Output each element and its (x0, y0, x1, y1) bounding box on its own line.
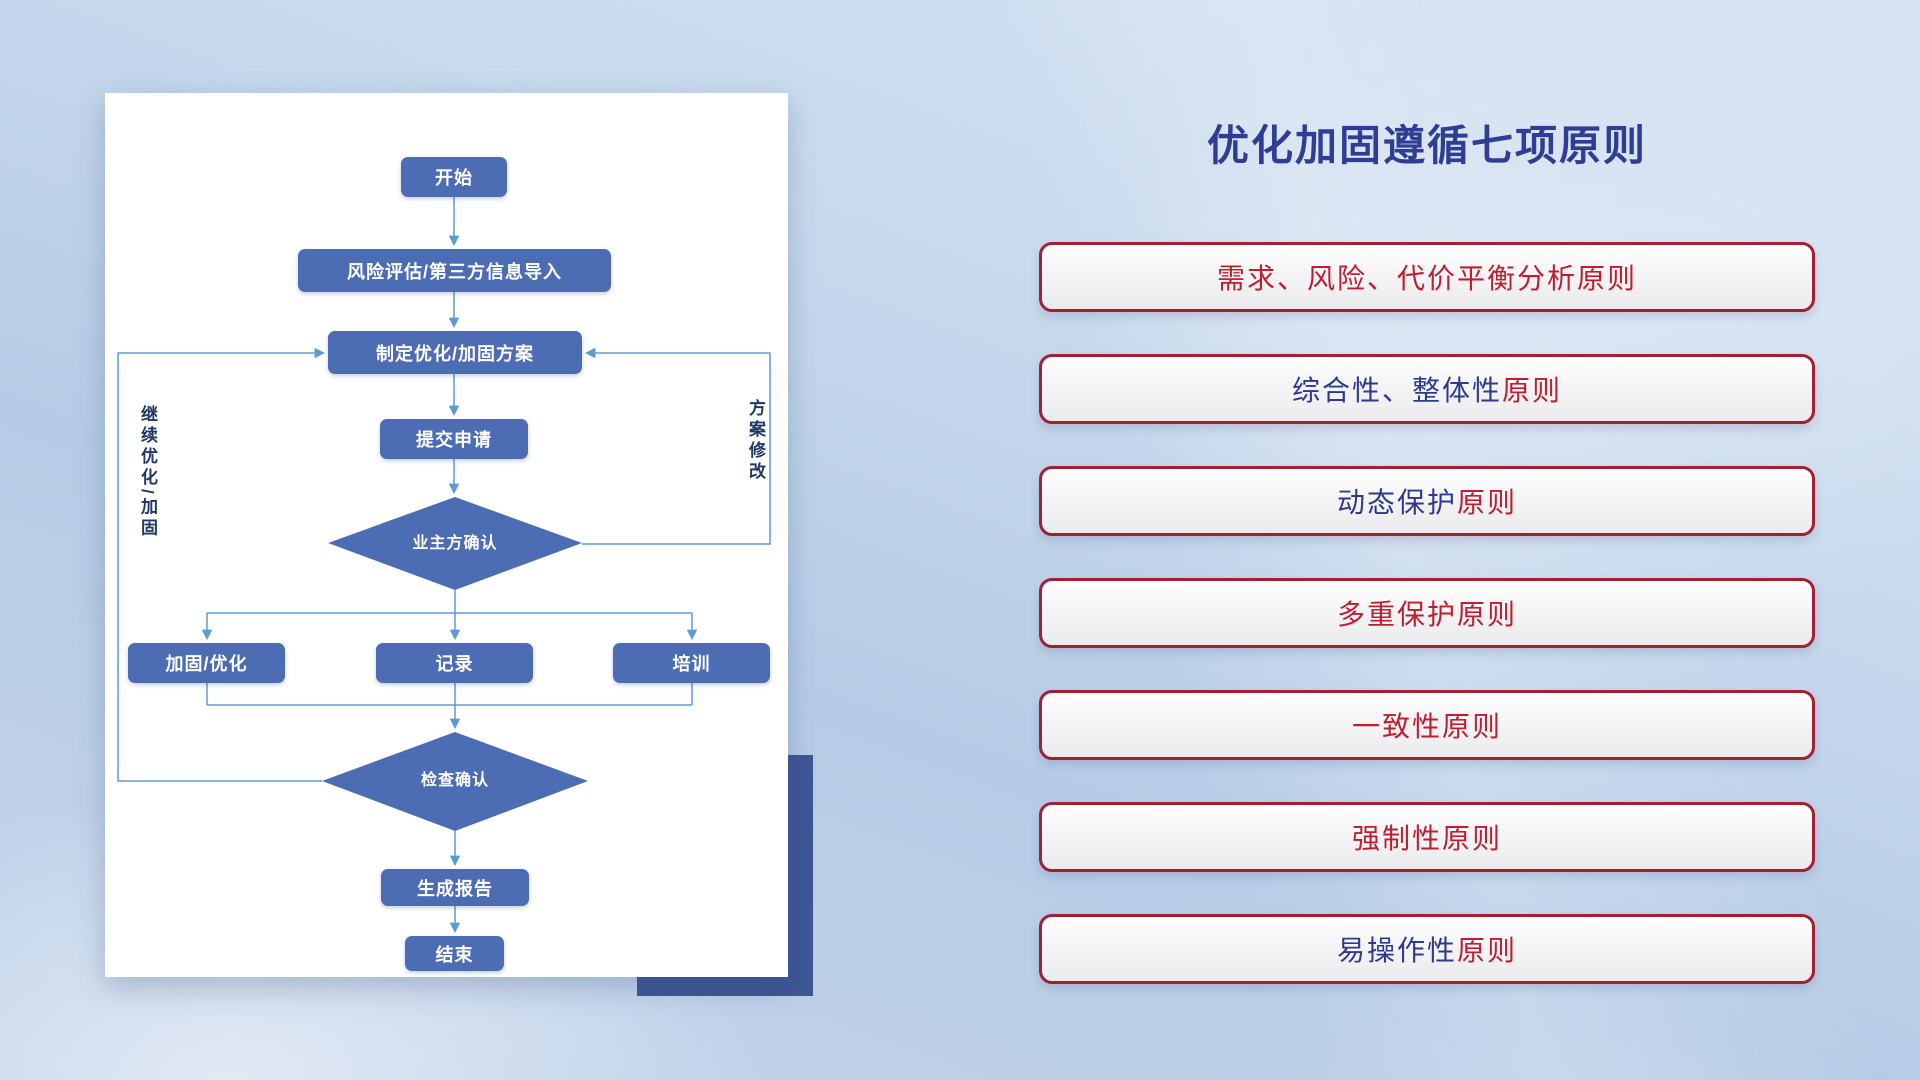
principle-box-6: 强制性原则 (1039, 802, 1815, 872)
principle-box-4: 多重保护原则 (1039, 578, 1815, 648)
principle-text-red: 一致性原则 (1351, 711, 1502, 742)
principle-box-3: 动态保护原则 (1039, 466, 1815, 536)
principle-text-red: 原则 (1502, 375, 1563, 406)
flow-node-confirm: 业主方确认 (412, 535, 498, 552)
flow-node-risk: 风险评估/第三方信息导入 (298, 249, 611, 292)
principle-box-2: 综合性、整体性原则 (1039, 354, 1815, 424)
flow-node-start: 开始 (401, 157, 507, 197)
principle-text-red: 原则 (1457, 487, 1518, 518)
loop-label-continue-optimize: 继续优化/加固 (138, 405, 157, 540)
check-diamond (322, 732, 588, 831)
principle-box-7: 易操作性原则 (1039, 914, 1815, 984)
principle-text-blue: 易操作性 (1336, 935, 1457, 966)
flow-node-training: 培训 (613, 643, 770, 683)
page-title: 优化加固遵循七项原则 (1206, 122, 1647, 169)
principle-text-blue: 动态保护 (1336, 487, 1457, 518)
principle-box-5: 一致性原则 (1039, 690, 1815, 760)
flowchart-card: 开始 风险评估/第三方信息导入 制定优化/加固方案 提交申请 加固/优化 记录 … (105, 93, 788, 977)
loop-label-plan-revision: 方案修改 (746, 399, 765, 483)
principle-text-red: 强制性原则 (1351, 823, 1502, 854)
flow-node-report: 生成报告 (381, 869, 529, 906)
principle-text-red: 多重保护原则 (1336, 599, 1517, 630)
principle-text-red: 需求、风险、代价平衡分析原则 (1216, 263, 1637, 294)
flow-node-record: 记录 (376, 643, 533, 683)
principles-list: 需求、风险、代价平衡分析原则 综合性、整体性原则 动态保护原则 多重保护原则 一… (1039, 242, 1815, 984)
flow-node-reinforce: 加固/优化 (128, 643, 285, 683)
flow-node-plan: 制定优化/加固方案 (328, 331, 582, 374)
flowchart-connectors (117, 197, 771, 934)
confirm-diamond (328, 497, 582, 590)
flow-node-check: 检查确认 (420, 772, 489, 789)
principle-text-red: 原则 (1457, 935, 1518, 966)
principle-box-1: 需求、风险、代价平衡分析原则 (1039, 242, 1815, 312)
principle-text-blue: 综合性、整体性 (1291, 375, 1502, 406)
flow-node-submit: 提交申请 (380, 419, 528, 459)
flow-node-end: 结束 (405, 936, 504, 971)
